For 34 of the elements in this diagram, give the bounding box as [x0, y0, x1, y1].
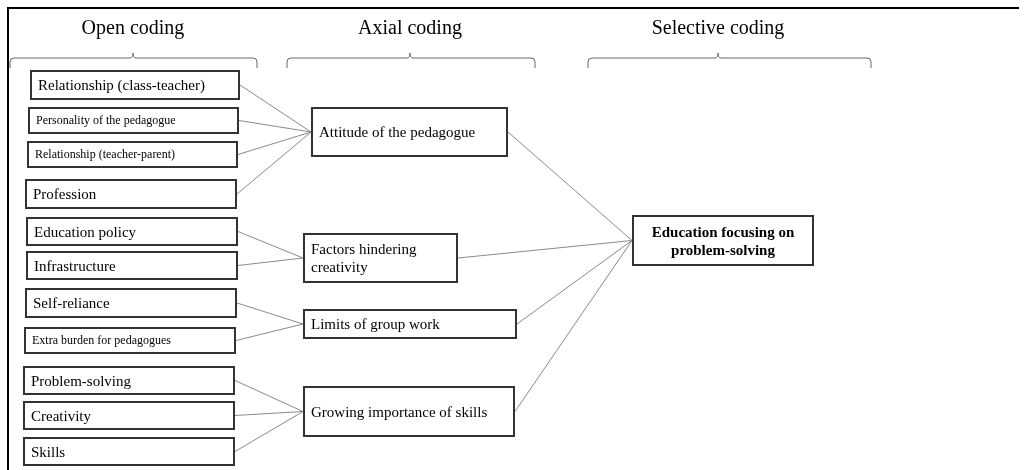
connector-line [237, 257, 304, 266]
connector-line [237, 231, 304, 259]
connector-line [514, 240, 633, 412]
code-box: Infrastructure [26, 251, 238, 280]
code-box: Extra burden for pedagogues [24, 327, 236, 354]
connector-line [234, 380, 304, 412]
code-box: Factors hindering creativity [303, 233, 458, 283]
code-box: Relationship (teacher-parent) [27, 141, 238, 168]
connector-line [239, 84, 312, 133]
code-box: Attitude of the pedagogue [311, 107, 508, 157]
connector-line [457, 240, 633, 259]
code-box: Education focusing on problem-solving [632, 215, 814, 266]
column-heading: Selective coding [651, 15, 785, 40]
connector-line [234, 411, 304, 452]
code-box: Personality of the pedagogue [28, 107, 239, 134]
code-box: Profession [25, 179, 237, 209]
connector-line [236, 302, 304, 325]
connector-line [238, 120, 312, 133]
code-box: Limits of group work [303, 309, 517, 339]
code-box: Self-reliance [25, 288, 237, 318]
connector-line [236, 131, 312, 195]
connector-line [516, 240, 633, 325]
code-box: Education policy [26, 217, 238, 246]
column-heading: Axial coding [358, 15, 462, 40]
connector-line [234, 411, 304, 416]
code-box: Problem-solving [23, 366, 235, 395]
connector-line [235, 323, 304, 341]
code-box: Skills [23, 437, 235, 466]
connector-line [237, 131, 312, 155]
column-heading: Open coding [81, 15, 185, 40]
connector-line [507, 131, 633, 241]
code-box: Growing importance of skills [303, 386, 515, 437]
code-box: Creativity [23, 401, 235, 430]
code-box: Relationship (class-teacher) [30, 70, 240, 100]
